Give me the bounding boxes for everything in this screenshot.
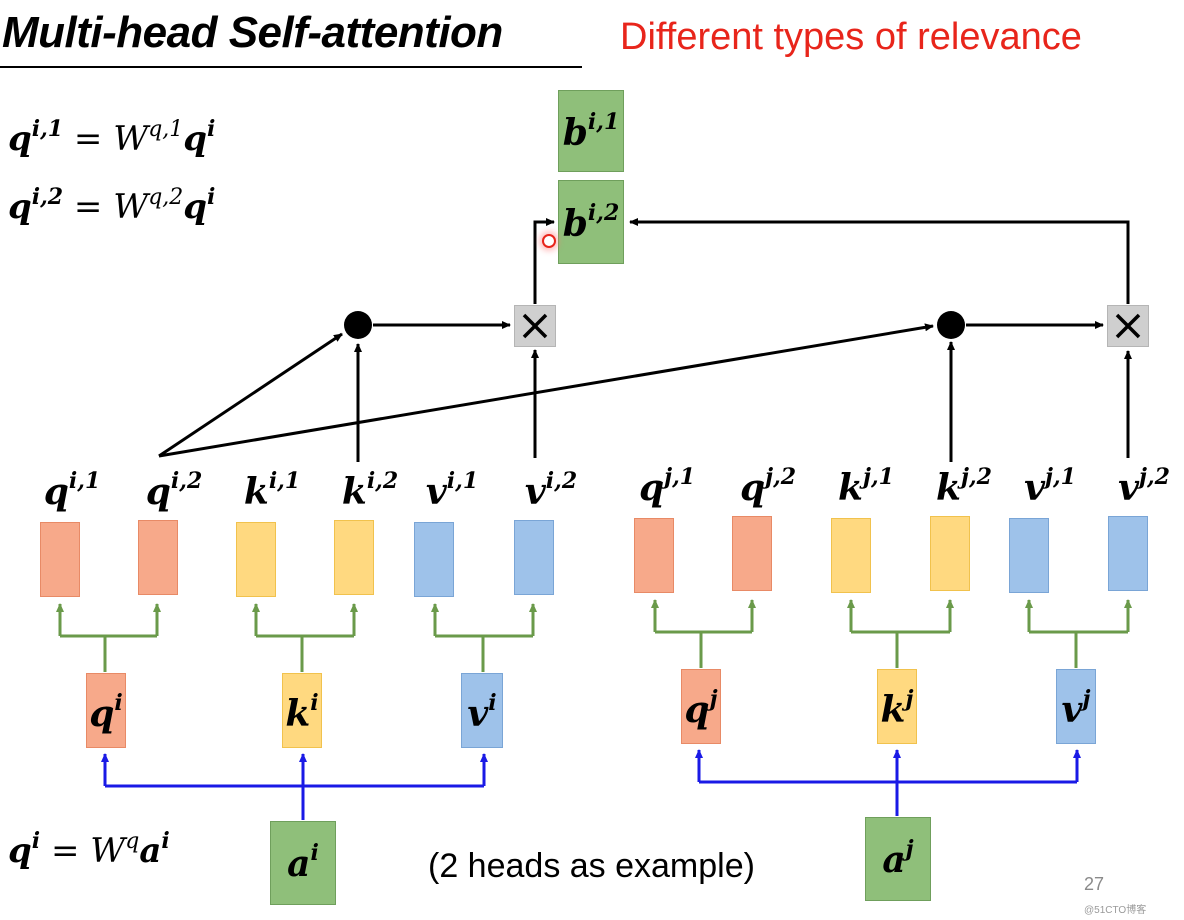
vector-box-q-j2: [732, 516, 772, 591]
vector-box-q-i1: [40, 522, 80, 597]
vector-label-v-j2: vj,2: [1118, 464, 1170, 509]
input-box-a-j: [865, 817, 931, 901]
equation-q-i1: qi,1 = Wq,1qi: [8, 116, 216, 159]
vector-box-q-j1: [634, 518, 674, 593]
input-label-a-j: aj: [882, 836, 914, 881]
head-box-k-i: [282, 673, 322, 748]
title-underline: [0, 66, 582, 68]
page-number: 27: [1084, 874, 1105, 894]
vector-box-q-i2: [138, 520, 178, 595]
head-box-v-j: [1056, 669, 1096, 744]
vector-label-v-i2: vi,2: [524, 468, 578, 513]
vector-box-k-i1: [236, 522, 276, 597]
laser-pointer-icon: [542, 234, 556, 248]
head-label-k-j: kj: [880, 686, 914, 731]
head-label-v-j: vj: [1061, 686, 1091, 731]
example-note: (2 heads as example): [428, 847, 755, 885]
dot-product-node-head2-i: [344, 311, 372, 339]
vector-label-k-i2: ki,2: [341, 468, 399, 513]
head-label-q-i: qi: [89, 690, 123, 735]
output-label-b-i1: bi,1: [562, 109, 620, 154]
vector-label-v-j1: vj,1: [1024, 464, 1076, 509]
output-box-b-i2: [558, 180, 624, 264]
head-label-v-i: vi: [467, 690, 497, 735]
head-box-v-i: [461, 673, 503, 748]
vector-box-v-i1: [414, 522, 454, 597]
vector-label-q-j2: qj,2: [739, 464, 797, 509]
vector-box-v-i2: [514, 520, 554, 595]
vector-label-k-i1: ki,1: [243, 468, 301, 513]
vector-box-v-j1: [1009, 518, 1049, 593]
multiply-icon: [1115, 313, 1141, 339]
head-label-k-i: ki: [285, 690, 319, 735]
watermark: @51CTO博客: [1084, 905, 1147, 916]
head-box-q-j: [681, 669, 721, 744]
output-box-b-i1: [558, 90, 624, 172]
head-box-q-i: [86, 673, 126, 748]
vector-box-k-j1: [831, 518, 871, 593]
multiply-node-i: [514, 305, 556, 347]
vector-label-v-i1: vi,1: [425, 468, 479, 513]
vector-label-q-j1: qj,1: [638, 464, 696, 509]
multiply-icon: [522, 313, 548, 339]
head-box-k-j: [877, 669, 917, 744]
equation-q-i: qi = Wqai: [8, 828, 170, 871]
slide-title: Multi-head Self-attention: [2, 8, 503, 57]
dot-product-node-head2-j: [937, 311, 965, 339]
vector-box-v-j2: [1108, 516, 1148, 591]
head-split-wires-i: [56, 603, 537, 672]
slide-subtitle: Different types of relevance: [620, 16, 1082, 58]
vector-label-q-i1: qi,1: [43, 468, 101, 513]
vector-box-k-i2: [334, 520, 374, 595]
vector-box-k-j2: [930, 516, 970, 591]
input-box-a-i: [270, 821, 336, 905]
vector-label-k-j1: kj,1: [838, 464, 894, 509]
head-label-q-j: qj: [684, 686, 718, 731]
multiply-node-j: [1107, 305, 1149, 347]
vector-label-q-i2: qi,2: [145, 468, 203, 513]
input-label-a-i: ai: [287, 840, 319, 885]
vector-label-k-j2: kj,2: [936, 464, 992, 509]
attention-wires: [158, 218, 1132, 462]
head-split-wires-j: [651, 599, 1132, 668]
equation-q-i2: qi,2 = Wq,2qi: [8, 184, 216, 227]
input-wires-j: [695, 749, 1081, 816]
input-wires-i: [101, 753, 488, 820]
output-label-b-i2: bi,2: [562, 200, 620, 245]
